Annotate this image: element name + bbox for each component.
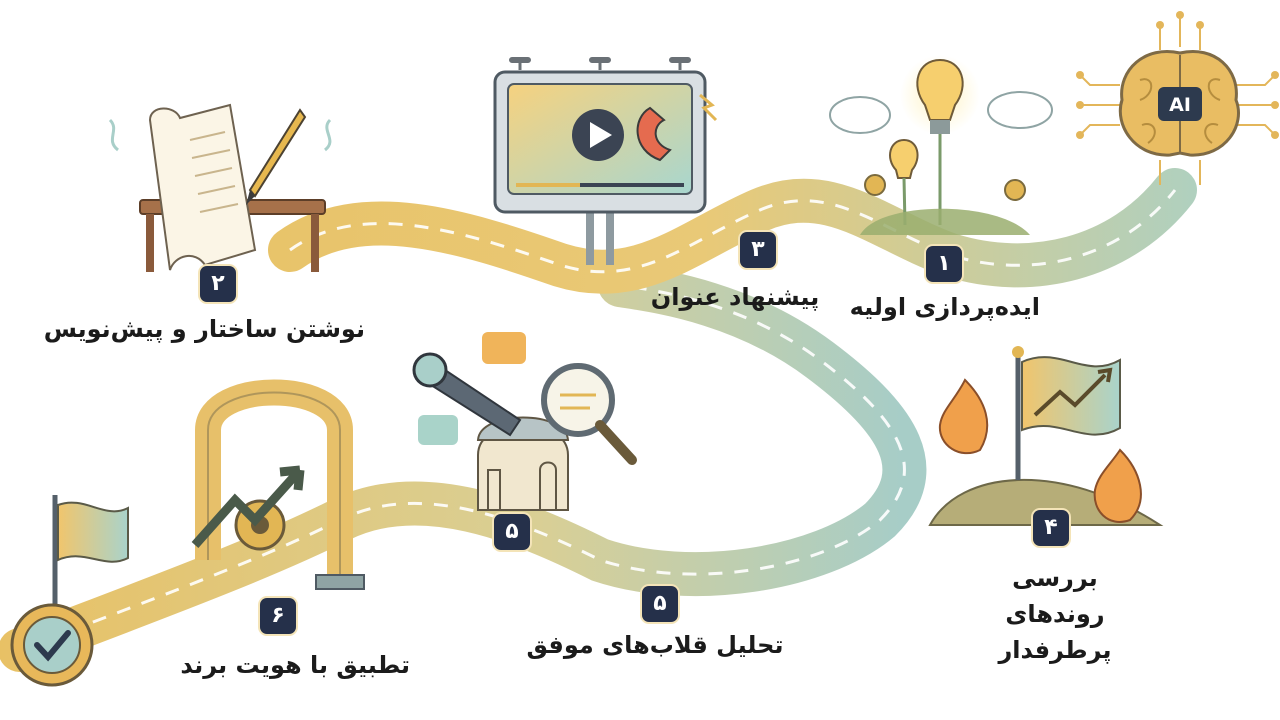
checkmark-badge-flag-icon bbox=[10, 495, 129, 687]
road-lower bbox=[0, 263, 927, 672]
ai-text: AI bbox=[1169, 94, 1191, 116]
step-2-badge: ۲ bbox=[200, 266, 236, 302]
step-2-label: نوشتن ساختار و پیش‌نویس bbox=[43, 315, 365, 343]
step-5-label: تحلیل قلاب‌های موفق bbox=[526, 631, 784, 659]
step-6-label: تطبیق با هویت برند bbox=[180, 651, 410, 679]
flag-trend-fire-icon bbox=[928, 346, 1164, 526]
step-3-label: پیشنهاد عنوان bbox=[650, 283, 820, 311]
step-4-label: بررسی روندهای پرطرفدار bbox=[998, 564, 1112, 664]
billboard-video-magnet-icon bbox=[493, 57, 718, 265]
arch-arrow-gear-icon bbox=[191, 379, 365, 590]
step-1-label: ایده‌پردازی اولیه bbox=[849, 293, 1040, 321]
step-5-badge-alt: ۵ bbox=[494, 514, 530, 550]
lightbulb-idea-icon bbox=[829, 55, 1053, 235]
step-1-badge: ۱ bbox=[926, 246, 962, 282]
ai-brain-icon: AI bbox=[1076, 11, 1279, 185]
step-5-badge: ۵ bbox=[642, 586, 678, 622]
step-4-badge: ۴ bbox=[1033, 510, 1069, 546]
observatory-telescope-magnifier-icon bbox=[412, 332, 637, 511]
scroll-pen-icon bbox=[108, 103, 332, 272]
step-3-badge: ۳ bbox=[740, 232, 776, 268]
step-6-badge: ۶ bbox=[260, 598, 296, 634]
road-upper bbox=[268, 168, 1197, 294]
